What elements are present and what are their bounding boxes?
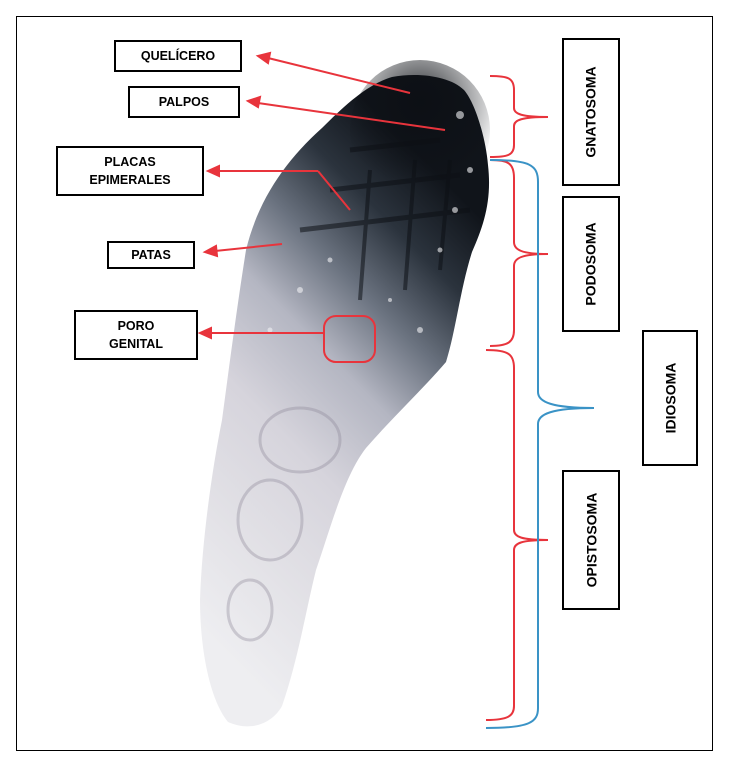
label-genital-text: GENITAL bbox=[109, 335, 163, 353]
region-podosoma: PODOSOMA bbox=[562, 196, 620, 332]
label-placas-text: PLACAS bbox=[104, 153, 155, 171]
region-podosoma-text: PODOSOMA bbox=[583, 222, 599, 305]
label-patas-text: PATAS bbox=[131, 246, 171, 264]
podosoma-bracket bbox=[490, 160, 548, 346]
label-epimerales-text: EPIMERALES bbox=[89, 171, 170, 189]
region-opistosoma-text: OPISTOSOMA bbox=[583, 493, 599, 588]
label-palpos: PALPOS bbox=[128, 86, 240, 118]
region-idiosoma-text: IDIOSOMA bbox=[662, 363, 678, 434]
label-placas-epimerales: PLACAS EPIMERALES bbox=[56, 146, 204, 196]
region-gnatosoma-text: GNATOSOMA bbox=[583, 66, 599, 157]
region-idiosoma: IDIOSOMA bbox=[642, 330, 698, 466]
region-gnatosoma: GNATOSOMA bbox=[562, 38, 620, 186]
label-quelicero-text: QUELÍCERO bbox=[141, 47, 215, 65]
label-palpos-text: PALPOS bbox=[159, 93, 209, 111]
region-opistosoma: OPISTOSOMA bbox=[562, 470, 620, 610]
label-patas: PATAS bbox=[107, 241, 195, 269]
label-quelicero: QUELÍCERO bbox=[114, 40, 242, 72]
label-poro-text: PORO bbox=[118, 317, 155, 335]
gnatosoma-bracket bbox=[490, 76, 548, 157]
label-poro-genital: PORO GENITAL bbox=[74, 310, 198, 360]
